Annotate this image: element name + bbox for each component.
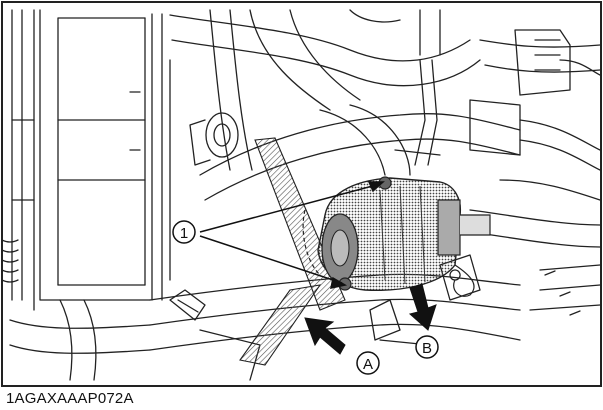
- callout-a: A: [356, 351, 380, 375]
- arrow-a: [304, 317, 346, 355]
- line-art: [1, 9, 601, 381]
- figure-caption: 1AGAXAAAP072A: [6, 390, 134, 407]
- drive-belt: [254, 137, 346, 311]
- callout-a-label: A: [363, 356, 373, 373]
- callout-b-label: B: [422, 340, 432, 357]
- callout-1-label: 1: [180, 225, 188, 242]
- drive-belt-lower: [239, 284, 322, 366]
- arrow-b: [408, 283, 437, 331]
- callout-1-leaders: [199, 181, 385, 289]
- figure-border: [1, 1, 602, 387]
- callout-1: 1: [172, 220, 196, 244]
- callout-b: B: [415, 335, 439, 359]
- alternator: [302, 176, 491, 297]
